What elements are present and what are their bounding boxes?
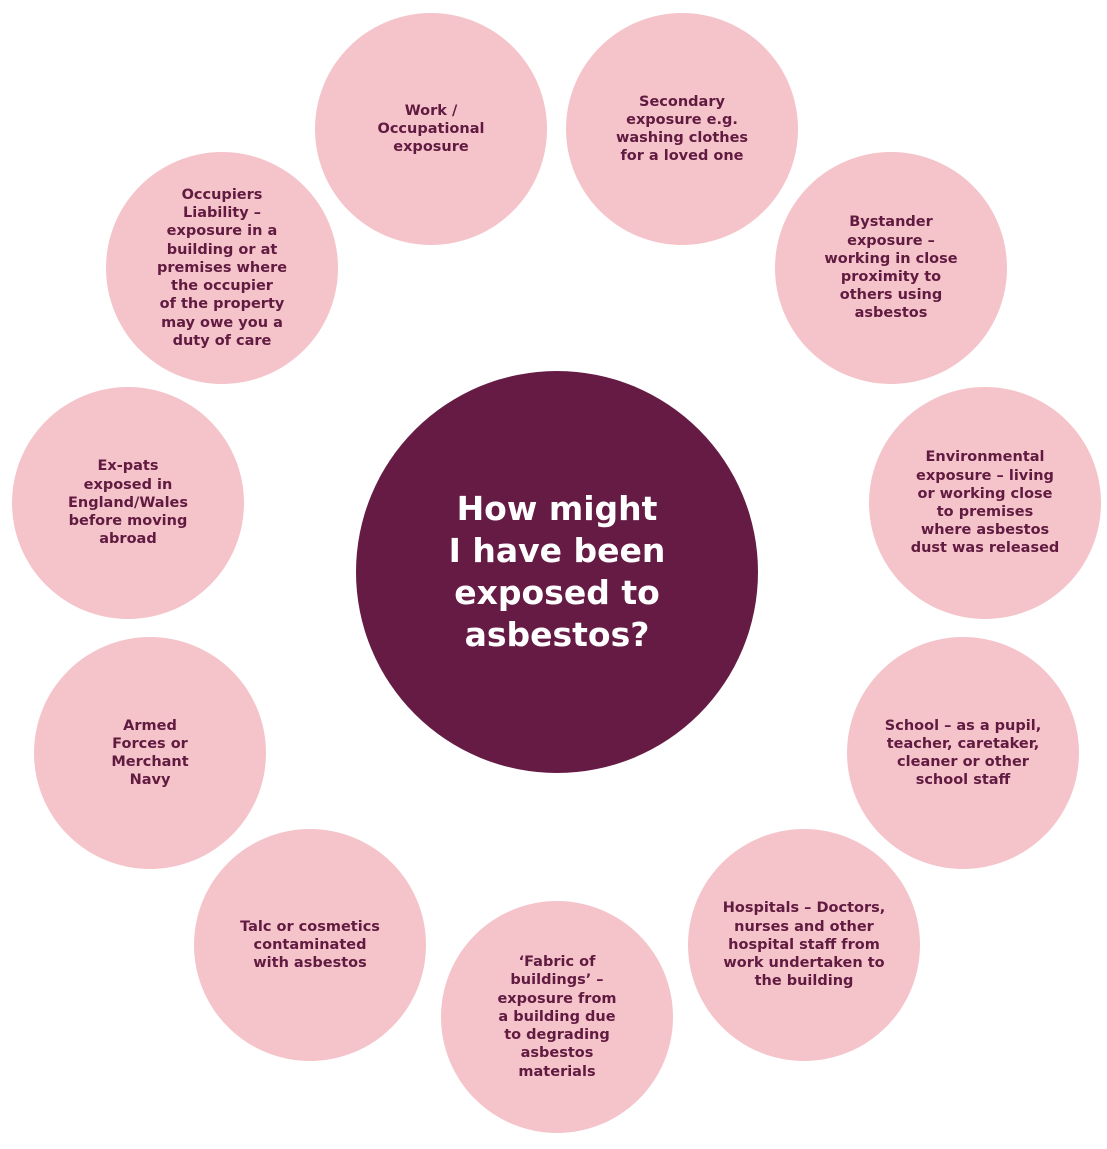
exposure-text-line: contaminated [253, 936, 367, 953]
exposure-text-line: Secondary [639, 93, 725, 110]
exposure-text-line: dust was released [910, 540, 1060, 557]
exposure-text-line: exposure e.g. [626, 111, 738, 128]
exposure-text-line: Talc or cosmetics [240, 918, 380, 935]
exposure-text-line: to premises [936, 504, 1034, 520]
exposure-text-line: Occupiers [181, 187, 263, 204]
exposure-text-line: premises where [156, 259, 288, 276]
exposure-text-line: to degrading [504, 1027, 610, 1044]
exposure-text-line: school staff [915, 772, 1011, 789]
exposure-text-line: of the property [159, 296, 285, 313]
exposure-text-line: before moving [68, 513, 188, 530]
exposure-text-line: exposure – living [916, 467, 1054, 484]
exposure-text-line: Environmental [925, 449, 1045, 466]
central-question-line: asbestos? [464, 615, 650, 654]
exposure-text-line: may owe you a [161, 314, 283, 331]
central-question-line: How might [456, 489, 658, 528]
exposure-text-line: School – as a pupil, [884, 717, 1042, 734]
exposure-circle-school: School – as a pupil,teacher, caretaker, c… [847, 637, 1079, 869]
exposure-text-line: Navy [129, 772, 171, 789]
exposure-text-line: cleaner or other [897, 754, 1029, 770]
central-question-text: How might I have been exposed to asbesto… [449, 488, 666, 656]
exposure-text-line: abroad [99, 531, 157, 548]
exposure-text-line: exposure [393, 139, 469, 156]
exposure-text-line: others using [839, 287, 943, 304]
central-question-line: I have been [448, 531, 666, 570]
exposure-text-line: Bystander [849, 214, 933, 231]
exposure-text-line: Occupational [377, 120, 485, 137]
exposure-text-line: for a loved one [620, 148, 744, 165]
exposure-text-line: exposure from [497, 990, 617, 1007]
exposure-text-line: Work / [404, 102, 458, 119]
central-question-line: exposed to [454, 573, 660, 612]
exposure-text-line: working in close [824, 250, 958, 267]
exposure-text-line: asbestos [520, 1045, 594, 1062]
exposure-text-line: asbestos [854, 305, 928, 322]
exposure-text-line: with asbestos [253, 955, 367, 972]
exposure-text-line: washing clothes [615, 130, 749, 146]
exposure-text-line: Ex-pats [97, 458, 159, 475]
exposure-text-line: where asbestos [920, 522, 1050, 539]
exposure-text-line: Forces or [112, 735, 188, 752]
exposure-text-line: Merchant [111, 754, 189, 770]
exposure-text-line: exposure in a [166, 223, 278, 240]
exposure-text-line: exposure – [847, 232, 935, 249]
exposure-text-line: the occupier [171, 278, 273, 295]
exposure-text-line: exposed in [83, 476, 173, 493]
exposure-text: School – as a pupil,teacher, caretaker, c… [885, 717, 1041, 790]
central-question-circle: How might I have been exposed to asbesto… [356, 371, 758, 773]
exposure-circle-work: Work /Occupational exposure [315, 13, 547, 245]
exposure-text-line: building or at [166, 241, 278, 258]
exposure-text-line: materials [518, 1063, 596, 1080]
exposure-text-line: nurses and other [734, 918, 874, 935]
exposure-text-line: hospital staff from [728, 936, 880, 953]
exposure-text-line: ‘Fabric of [518, 954, 596, 971]
exposure-text-line: proximity to [840, 269, 942, 285]
exposure-text-line: a building due [498, 1008, 616, 1025]
exposure-text: Work /Occupational exposure [378, 102, 485, 157]
exposure-text-line: or working close [917, 485, 1053, 502]
exposure-text-line: the building [754, 973, 854, 990]
exposure-text-line: teacher, caretaker, [886, 735, 1040, 752]
exposure-text-line: Liability – [183, 205, 261, 222]
exposure-text-line: work undertaken to [723, 955, 885, 972]
exposure-text-line: duty of care [172, 332, 272, 349]
exposure-text-line: Hospitals – Doctors, [722, 900, 886, 917]
exposure-text-line: England/Wales [67, 494, 189, 511]
exposure-text-line: Armed [123, 717, 177, 734]
exposure-text-line: buildings’ – [510, 972, 604, 989]
